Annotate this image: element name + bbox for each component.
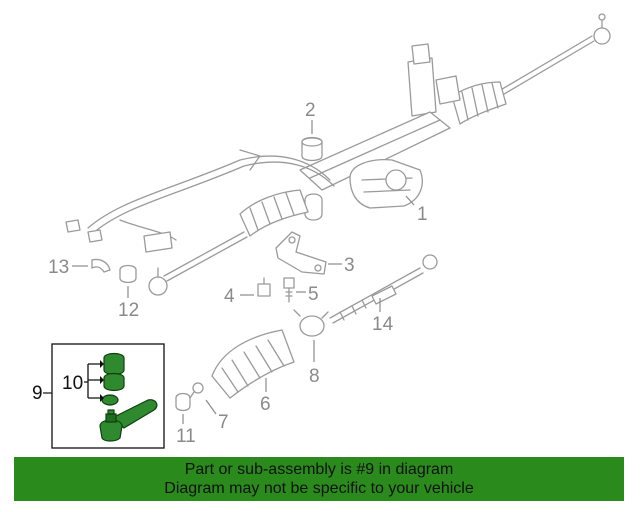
callout-11[interactable]: 11: [176, 426, 196, 447]
bracket[interactable]: [275, 231, 327, 275]
clip-13[interactable]: [91, 258, 111, 273]
boot-clamp[interactable]: [293, 309, 329, 337]
callout-2[interactable]: 2: [305, 100, 316, 121]
inner-tie-rod[interactable]: [329, 254, 438, 324]
callout-10-leaders: [84, 360, 104, 402]
steering-gear-diagram: 1 2 3 4 5: [32, 13, 611, 449]
callout-1[interactable]: 1: [417, 204, 428, 225]
mount-bushing[interactable]: [301, 136, 323, 162]
rack-boot[interactable]: [211, 329, 295, 399]
callout-4[interactable]: 4: [224, 286, 235, 307]
bolt-4[interactable]: [257, 277, 271, 297]
small-clamp[interactable]: [189, 382, 204, 399]
banner-line-1: Part or sub-assembly is #9 in diagram: [184, 461, 454, 478]
bolt-5[interactable]: [283, 277, 295, 303]
callout-7[interactable]: 7: [218, 412, 229, 433]
cap-12[interactable]: [119, 264, 137, 284]
callout-13[interactable]: 13: [48, 257, 69, 278]
banner-line-2: Diagram may not be specific to your vehi…: [164, 480, 474, 497]
callout-10[interactable]: 10: [62, 373, 83, 394]
callout-8[interactable]: 8: [309, 366, 320, 387]
callout-14[interactable]: 14: [372, 314, 394, 335]
callout-12[interactable]: 12: [118, 300, 139, 321]
info-banner: Part or sub-assembly is #9 in diagram Di…: [14, 457, 624, 501]
callout-3[interactable]: 3: [344, 255, 355, 276]
plug-11[interactable]: [175, 392, 191, 412]
callout-9[interactable]: 9: [32, 383, 43, 404]
callout-6[interactable]: 6: [260, 394, 271, 415]
steering-gear-assembly[interactable]: [65, 13, 611, 296]
callout-5[interactable]: 5: [308, 284, 319, 305]
tie-rod-end-highlighted[interactable]: [99, 352, 158, 442]
